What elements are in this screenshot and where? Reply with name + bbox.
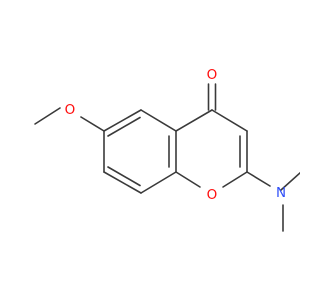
bond-c7-c8-inner	[107, 166, 141, 187]
bond-n-methyl-1	[280, 171, 300, 191]
atom-layer: O O O N	[65, 67, 286, 203]
bond-c8-c8a	[140, 171, 177, 194]
bond-o1-c8a	[175, 171, 201, 188]
amine-nitrogen-label: N	[276, 185, 286, 201]
methoxy-oxygen-label: O	[65, 102, 76, 118]
molecule-structure: O O O N	[34, 67, 300, 232]
bond-c5-c6-inner	[107, 116, 141, 137]
bond-c6-o-methoxy	[80, 116, 105, 132]
bond-c4a-c4	[175, 109, 213, 132]
bond-layer	[34, 83, 300, 232]
bond-o-methyl	[34, 107, 61, 125]
bond-c7-c8	[103, 171, 142, 194]
ring-oxygen-label: O	[207, 187, 218, 203]
bond-c4-c3	[211, 109, 248, 132]
bond-c5-c6	[103, 109, 142, 132]
bond-c2-n	[246, 171, 271, 187]
bond-c4a-c5	[140, 109, 177, 132]
bond-c2-o1	[222, 171, 248, 188]
carbonyl-oxygen-label: O	[207, 67, 218, 83]
